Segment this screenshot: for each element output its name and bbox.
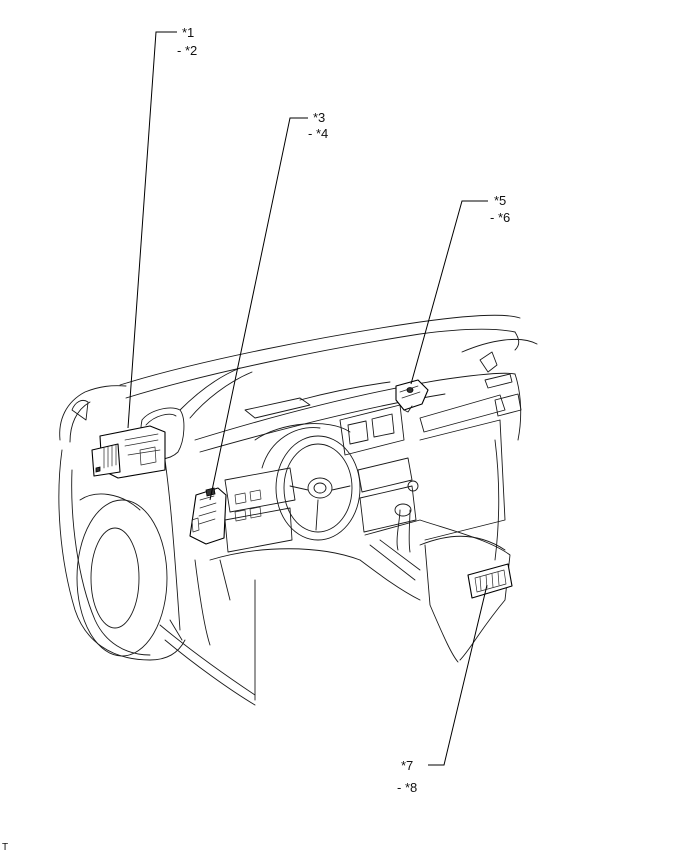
leader-line-7 — [428, 584, 488, 766]
callout-7: *7 - *8 — [397, 758, 417, 795]
vehicle-body-outline — [58, 314, 538, 706]
callout-3-secondary: - *4 — [308, 126, 328, 141]
component-7-unit — [467, 563, 513, 599]
callout-3: *3 - *4 — [308, 110, 328, 141]
component-5-unit — [395, 379, 429, 413]
callout-7-secondary: - *8 — [397, 780, 417, 795]
callout-1-primary: *1 — [182, 25, 194, 40]
callout-5: *5 - *6 — [490, 193, 510, 225]
leader-line-3 — [209, 117, 308, 501]
callout-1-secondary: - *2 — [177, 43, 197, 58]
callout-5-primary: *5 — [494, 193, 506, 208]
callout-3-primary: *3 — [313, 110, 325, 125]
leader-line-1 — [127, 31, 177, 429]
component-1-unit — [91, 425, 166, 479]
component-3-unit — [189, 487, 227, 545]
callout-7-primary: *7 — [401, 758, 413, 773]
leader-lines — [127, 31, 488, 766]
corner-mark: T — [2, 842, 8, 852]
leader-line-5 — [410, 200, 488, 385]
callout-5-secondary: - *6 — [490, 210, 510, 225]
callout-1: *1 - *2 — [177, 25, 197, 58]
